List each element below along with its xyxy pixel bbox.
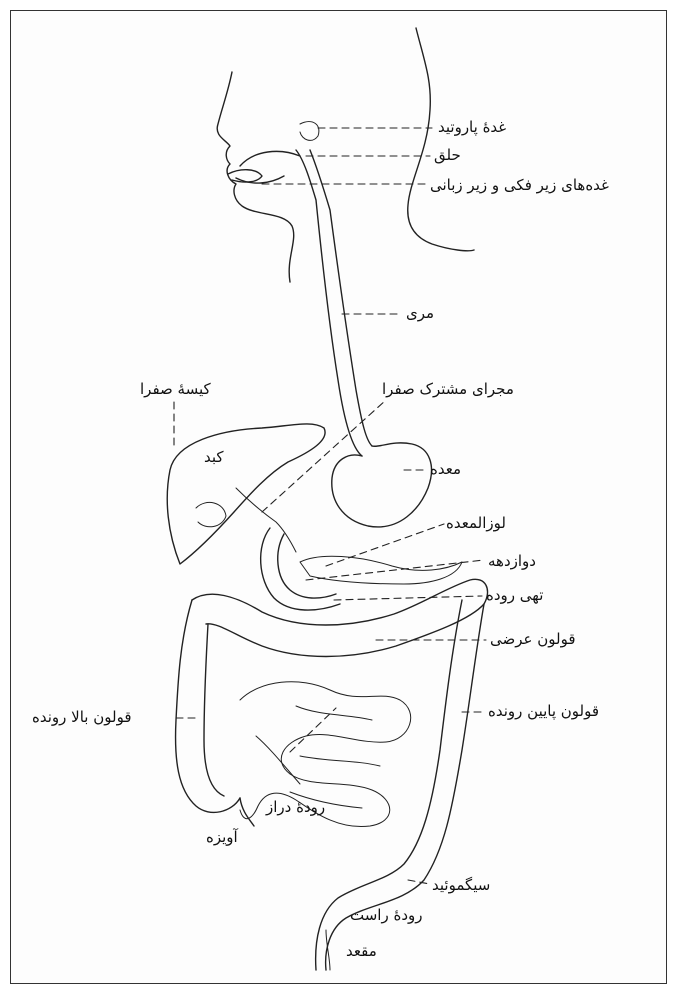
label-jejunum: تهی روده: [486, 586, 543, 604]
stomach-outline: [332, 443, 432, 527]
label-liver: کبد: [204, 448, 224, 466]
transverse-colon: [192, 579, 488, 656]
label-common-bile-duct: مجرای مشترک صفرا: [382, 380, 514, 398]
label-ascending-colon: قولون بالا رونده: [32, 708, 132, 726]
gallbladder-shape: [196, 502, 226, 526]
ascending-colon-inner: [204, 624, 224, 796]
small-intestine-loops: [290, 706, 380, 808]
pancreas-shape: [300, 556, 462, 584]
ileum-end: [256, 736, 300, 784]
label-duodenum: دوازدهه: [488, 552, 536, 570]
label-sublingual-glands: غده‌های زیر فکی و زیر زبانی: [430, 176, 609, 194]
parotid-shape: [300, 122, 319, 141]
bile-duct: [236, 488, 296, 552]
label-anus: مقعد: [346, 942, 377, 960]
label-sigmoid: سیگموئید: [432, 876, 490, 894]
palate: [240, 151, 300, 166]
duodenum-loop: [261, 528, 340, 610]
label-parotid-gland: غدهٔ پاروتید: [438, 118, 506, 136]
label-rectum: رودهٔ راست: [350, 906, 423, 924]
label-descending-colon: قولون پایین رونده: [488, 702, 599, 720]
label-stomach: معده: [430, 460, 461, 478]
label-pharynx: حلق: [434, 146, 461, 164]
appendix-shape: [240, 798, 254, 826]
label-esophagus: مری: [406, 304, 434, 322]
head-back-outline: [408, 28, 474, 251]
label-pancreas: لوزالمعده: [446, 514, 506, 532]
label-ileum: رودهٔ دراز: [266, 798, 325, 816]
label-gallbladder: کیسهٔ صفرا: [140, 380, 211, 398]
liver-outline: [167, 424, 325, 564]
mouth: [228, 170, 262, 182]
label-appendix: آویزه: [206, 828, 238, 846]
label-transverse-colon: قولون عرضی: [490, 630, 576, 648]
pharynx-wall: [296, 150, 362, 456]
